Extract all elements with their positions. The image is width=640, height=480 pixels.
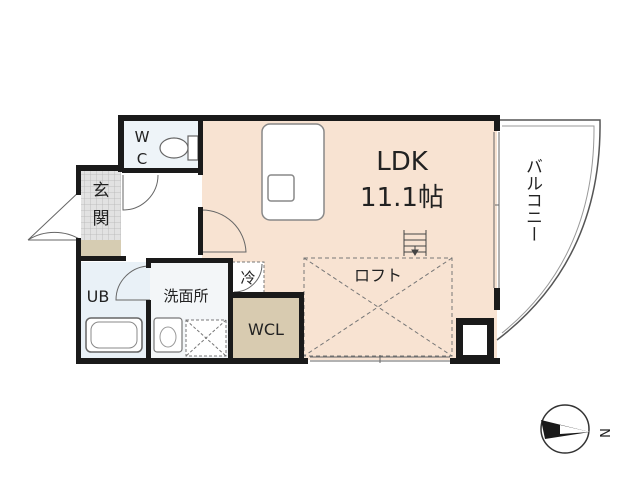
bathtub-inner [90, 321, 138, 349]
wash-basin [153, 317, 183, 353]
washroom-label: 洗面所 [163, 287, 208, 305]
loft-ladder [403, 230, 427, 256]
compass-icon [540, 404, 590, 454]
ldk-label: LDK [376, 147, 429, 177]
wc-label-line2: C [137, 150, 147, 168]
entrance-floor [81, 168, 121, 240]
toilet-bowl [159, 137, 189, 159]
bath-label: UB [87, 287, 110, 306]
compass-north-label: N [596, 428, 611, 438]
closet-label: WCL [248, 320, 284, 339]
loft-diagonal [303, 257, 453, 357]
closet-floor [232, 298, 300, 358]
bathtub [85, 317, 143, 353]
fridge-label: 冷 [240, 269, 255, 287]
balcony-label: バルコニー [522, 158, 542, 243]
entrance-label-line2: 関 [93, 209, 110, 229]
kitchen-counter [261, 123, 325, 221]
washer-diagonal [185, 319, 227, 357]
wash-basin-bowl [159, 326, 177, 348]
loft-label: ロフト [354, 266, 402, 285]
toilet-tank [187, 135, 199, 161]
ldk-size-label: 11.1帖 [360, 183, 444, 213]
wc-label-line1: W [135, 128, 150, 146]
kitchen-sink [267, 174, 295, 202]
loft-diagonal [303, 257, 453, 357]
balcony-outline [496, 119, 601, 341]
entrance-label-line1: 玄 [93, 181, 110, 201]
door-swings [27, 174, 263, 301]
balcony-rail [501, 125, 595, 334]
pipe-shaft [461, 323, 489, 357]
windows [310, 132, 500, 363]
entrance-step [81, 240, 121, 260]
